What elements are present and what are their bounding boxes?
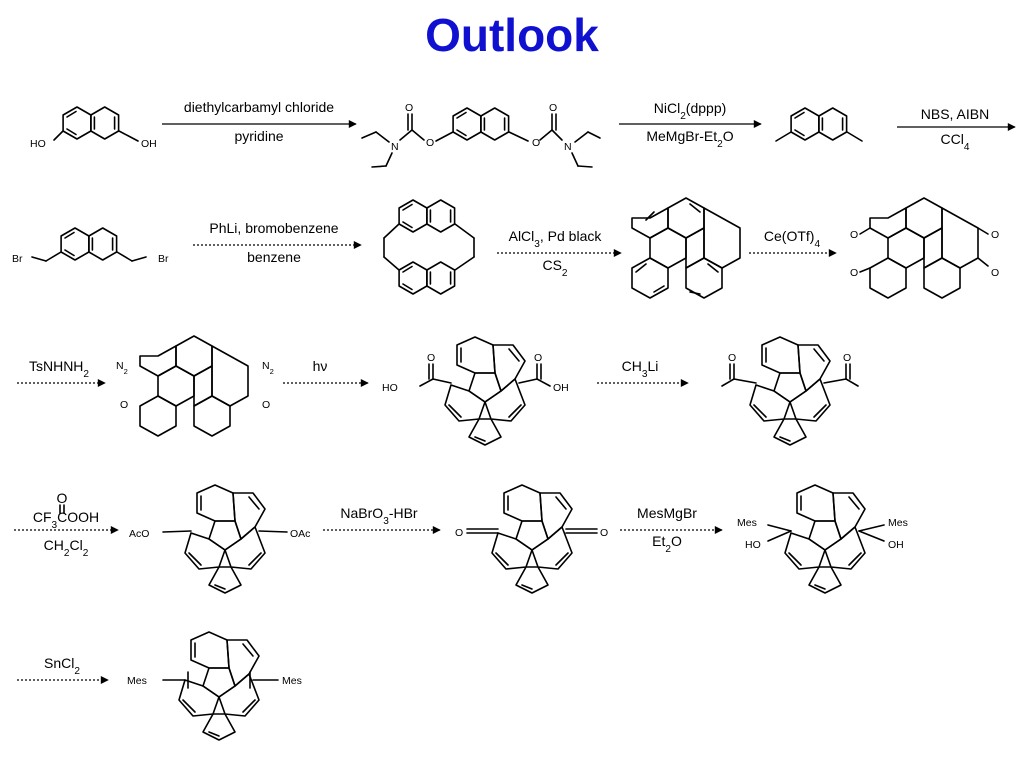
step-label-above: SnCl2 <box>44 655 80 677</box>
atom-ho: HO <box>30 138 46 150</box>
atom-oh: OH <box>141 138 157 150</box>
compound-diketone: O O <box>721 336 859 446</box>
atom-o: O <box>728 352 736 364</box>
step-label-above: Ce(OTf)4 <box>764 228 821 250</box>
atom-oh: OH <box>888 539 904 551</box>
atom-o: O <box>534 352 542 364</box>
atom-aco: AcO <box>129 528 149 540</box>
atom-mes: Mes <box>737 517 757 529</box>
atom-o: O <box>405 102 413 114</box>
atom-o: O <box>850 229 858 241</box>
step-label-above: NaBrO3-HBr <box>340 505 418 527</box>
compound-bis-bromomethyl-naphthalene: Br Br <box>12 227 169 265</box>
compound-dione: O O <box>455 484 608 594</box>
atom-n: N <box>564 141 572 153</box>
atom-o: O <box>427 352 435 364</box>
step-label-below: benzene <box>247 249 301 265</box>
step-label-above: TsNHNH2 <box>29 358 89 380</box>
atom-mes: Mes <box>127 675 147 687</box>
atom-o: O <box>850 267 858 279</box>
atom-o: O <box>120 399 128 411</box>
atom-ho: HO <box>745 539 761 551</box>
atom-br: Br <box>158 253 169 265</box>
compound-cyclophane <box>383 199 475 295</box>
atom-n: N <box>391 141 399 153</box>
atom-o: O <box>532 137 540 149</box>
step-label-above: AlCl3, Pd black <box>509 228 603 250</box>
atom-o: O <box>549 102 557 114</box>
atom-ho: HO <box>382 382 398 394</box>
step-label-top: O <box>57 490 68 506</box>
compound-dimethylnaphthalene <box>775 107 863 142</box>
atom-oac: OAc <box>290 528 310 540</box>
compound-final-product: Mes Mes <box>127 631 302 741</box>
atom-n2: N2 <box>116 360 128 376</box>
compound-tetraketone: O O O O <box>850 197 999 299</box>
step-label-below: MeMgBr-Et2O <box>646 128 733 150</box>
step-label-above: CF3COOH <box>33 509 99 531</box>
atom-br: Br <box>12 253 23 265</box>
page-title: Outlook <box>425 9 599 61</box>
atom-o: O <box>991 267 999 279</box>
atom-o: O <box>455 527 463 539</box>
atom-oh: OH <box>553 382 569 394</box>
atom-o: O <box>843 352 851 364</box>
atom-o: O <box>426 137 434 149</box>
compound-diacetate: AcO OAc <box>129 484 310 594</box>
step-label-above: MesMgBr <box>637 505 697 521</box>
atom-n2: N2 <box>262 360 274 376</box>
step-label-above: NBS, AIBN <box>921 106 989 122</box>
step-label-below: pyridine <box>234 128 283 144</box>
step-label-above: diethylcarbamyl chloride <box>184 99 334 115</box>
atom-o: O <box>600 527 608 539</box>
step-label-above: NiCl2(dppp) <box>654 100 727 122</box>
atom-mes: Mes <box>888 517 908 529</box>
step-label-above: CH3Li <box>622 358 659 380</box>
step-label-below: CH2Cl2 <box>44 537 89 559</box>
compound-bis-diazoketone: N2 N2 O O <box>116 335 274 437</box>
compound-dihydroxynaphthalene: HO OH <box>30 106 157 150</box>
compound-diacid: O O HO OH <box>382 336 569 446</box>
compound-diol: Mes HO Mes OH <box>737 484 908 594</box>
compound-biscarbamate: O O O N O N <box>361 102 601 168</box>
atom-o: O <box>991 229 999 241</box>
compound-polycyclic-aromatic-1 <box>631 197 741 299</box>
atom-o: O <box>262 399 270 411</box>
step-label-below: CCl4 <box>941 131 970 153</box>
atom-mes: Mes <box>282 675 302 687</box>
step-label-above: PhLi, bromobenzene <box>209 220 338 236</box>
step-label-below: CS2 <box>542 257 567 279</box>
step-label-above: hν <box>313 358 328 374</box>
step-label-below: Et2O <box>652 533 682 555</box>
